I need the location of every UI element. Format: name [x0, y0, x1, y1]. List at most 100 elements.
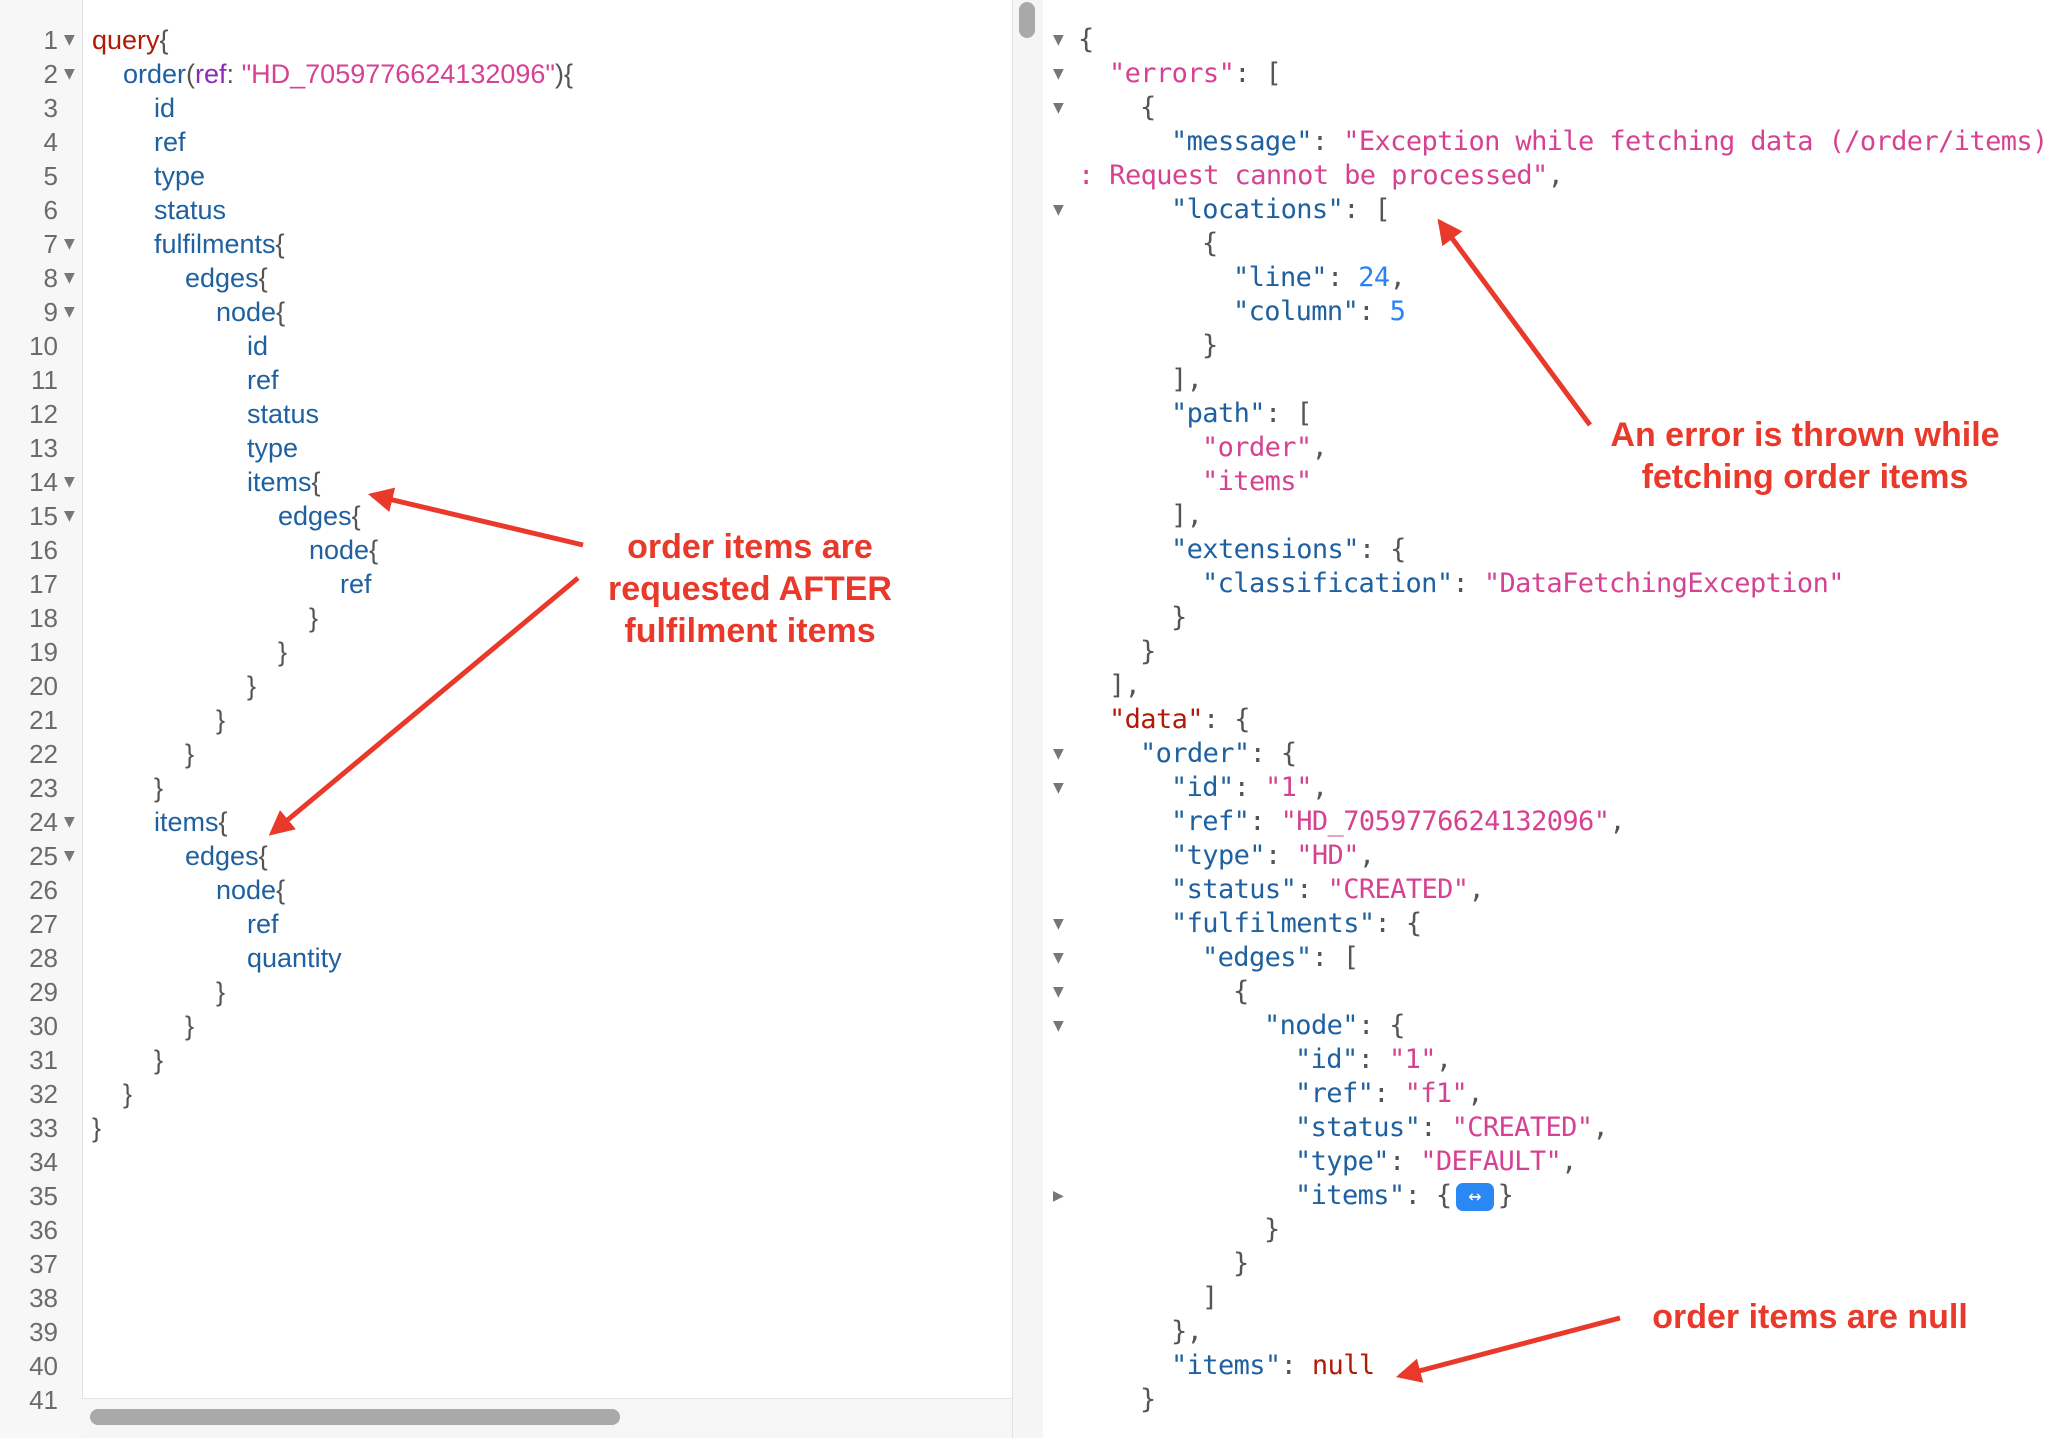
fold-toggle-icon[interactable]: ▼: [1053, 202, 1064, 218]
code-token: :: [1233, 772, 1265, 803]
query-code-line[interactable]: }: [185, 737, 194, 771]
query-code-line[interactable]: ref: [247, 363, 279, 397]
query-code-line[interactable]: id: [247, 329, 268, 363]
fold-toggle-icon[interactable]: ▼: [64, 66, 75, 82]
query-code-line[interactable]: }: [185, 1009, 194, 1043]
line-number: 36: [29, 1215, 58, 1245]
query-code-line[interactable]: fulfilments{: [154, 227, 285, 261]
query-code-line[interactable]: type: [154, 159, 205, 193]
fold-toggle-icon[interactable]: ▼: [64, 304, 75, 320]
query-code-line[interactable]: }: [278, 635, 287, 669]
line-number: 27: [29, 909, 58, 939]
query-code-line[interactable]: edges{: [278, 499, 361, 533]
line-number: 35: [29, 1181, 58, 1211]
query-code-line[interactable]: id: [154, 91, 175, 125]
query-code-line[interactable]: node{: [216, 873, 285, 907]
line-number: 11: [31, 365, 58, 395]
code-token: :: [1388, 1146, 1421, 1177]
code-token: "CREATED": [1327, 874, 1470, 905]
result-code-line: "type": "HD",: [1171, 839, 1375, 873]
fold-toggle-icon[interactable]: ▼: [1053, 950, 1064, 966]
code-token: ref: [247, 909, 279, 939]
code-token: :: [1326, 262, 1359, 293]
query-code-line[interactable]: }: [309, 601, 318, 635]
line-number: 20: [29, 671, 58, 701]
code-token: : {: [1358, 534, 1407, 565]
fold-toggle-icon[interactable]: ▼: [64, 236, 75, 252]
line-number: 14: [29, 467, 58, 497]
code-token: ,: [1592, 1112, 1609, 1143]
query-code-line[interactable]: }: [123, 1077, 132, 1111]
fold-toggle-icon[interactable]: ▼: [1053, 780, 1064, 796]
code-token: }: [247, 671, 257, 701]
annotation-line: order items are null: [1652, 1298, 1968, 1336]
code-token: type: [247, 433, 299, 463]
vertical-scrollbar-thumb[interactable]: [1019, 2, 1035, 38]
query-code-line[interactable]: items{: [154, 805, 228, 839]
result-code-line: }: [1202, 329, 1218, 363]
fold-toggle-icon[interactable]: ▼: [64, 270, 75, 286]
query-code-line[interactable]: status: [247, 397, 319, 431]
result-code-line: }: [1140, 635, 1156, 669]
line-number: 5: [43, 161, 58, 191]
fold-toggle-icon[interactable]: ▼: [1053, 32, 1064, 48]
code-token: ]: [1202, 1282, 1218, 1313]
code-token: "extensions": [1171, 534, 1359, 565]
fold-expand-icon[interactable]: ▶: [1053, 1188, 1064, 1204]
code-token: query: [92, 25, 160, 55]
query-code-line[interactable]: ref: [247, 907, 279, 941]
code-token: : [: [1234, 58, 1282, 89]
code-token: }: [1140, 636, 1156, 667]
fold-toggle-icon[interactable]: ▼: [1053, 984, 1064, 1000]
query-editor-pane[interactable]: 1▼query{2▼order(ref: "HD_705977662413209…: [0, 0, 1012, 1438]
result-code-line: "items": {↔}: [1295, 1179, 1514, 1213]
fold-toggle-icon[interactable]: ▼: [64, 32, 75, 48]
query-code-line[interactable]: }: [154, 1043, 163, 1077]
result-code-line: "node": {: [1264, 1009, 1406, 1043]
code-token: ref: [195, 59, 227, 89]
fold-toggle-icon[interactable]: ▼: [1053, 746, 1064, 762]
code-token: }: [216, 705, 226, 735]
query-code-line[interactable]: }: [216, 703, 225, 737]
query-code-line[interactable]: edges{: [185, 839, 268, 873]
line-number: 17: [29, 569, 58, 599]
fold-toggle-icon[interactable]: ▼: [1053, 66, 1064, 82]
line-number: 4: [43, 127, 58, 157]
query-code-line[interactable]: query{: [92, 23, 169, 57]
query-code-line[interactable]: ref: [340, 567, 372, 601]
query-code-line[interactable]: ref: [154, 125, 186, 159]
fold-toggle-icon[interactable]: ▼: [64, 848, 75, 864]
fold-toggle-icon[interactable]: ▼: [64, 474, 75, 490]
query-code-line[interactable]: }: [216, 975, 225, 1009]
code-token: (: [186, 59, 196, 89]
code-token: items: [154, 807, 219, 837]
query-code-line[interactable]: }: [154, 771, 163, 805]
fold-toggle-icon[interactable]: ▼: [1053, 916, 1064, 932]
pane-divider[interactable]: [1012, 0, 1044, 1438]
line-number: 9: [43, 297, 58, 327]
code-token: items: [247, 467, 312, 497]
query-code-line[interactable]: quantity: [247, 941, 342, 975]
horizontal-scrollbar[interactable]: [82, 1398, 1012, 1438]
query-code-line[interactable]: items{: [247, 465, 321, 499]
query-code-line[interactable]: node{: [216, 295, 285, 329]
query-code-line[interactable]: edges{: [185, 261, 268, 295]
horizontal-scrollbar-thumb[interactable]: [90, 1409, 620, 1425]
fold-toggle-icon[interactable]: ▼: [64, 508, 75, 524]
code-token: ],: [1109, 670, 1141, 701]
fold-toggle-icon[interactable]: ▼: [1053, 100, 1064, 116]
query-code-line[interactable]: order(ref: "HD_7059776624132096"){: [123, 57, 573, 91]
query-code-line[interactable]: }: [92, 1111, 101, 1145]
line-number: 1: [43, 25, 58, 55]
query-code-line[interactable]: node{: [309, 533, 378, 567]
fold-toggle-icon[interactable]: ▼: [1053, 1018, 1064, 1034]
line-number: 32: [29, 1079, 58, 1109]
query-code-line[interactable]: status: [154, 193, 226, 227]
fold-toggle-icon[interactable]: ▼: [64, 814, 75, 830]
query-code-line[interactable]: }: [247, 669, 256, 703]
expand-collapsed-icon[interactable]: ↔: [1455, 1182, 1494, 1211]
query-code-line[interactable]: type: [247, 431, 298, 465]
code-token: null: [1311, 1350, 1375, 1381]
code-token: ,: [1468, 874, 1485, 905]
